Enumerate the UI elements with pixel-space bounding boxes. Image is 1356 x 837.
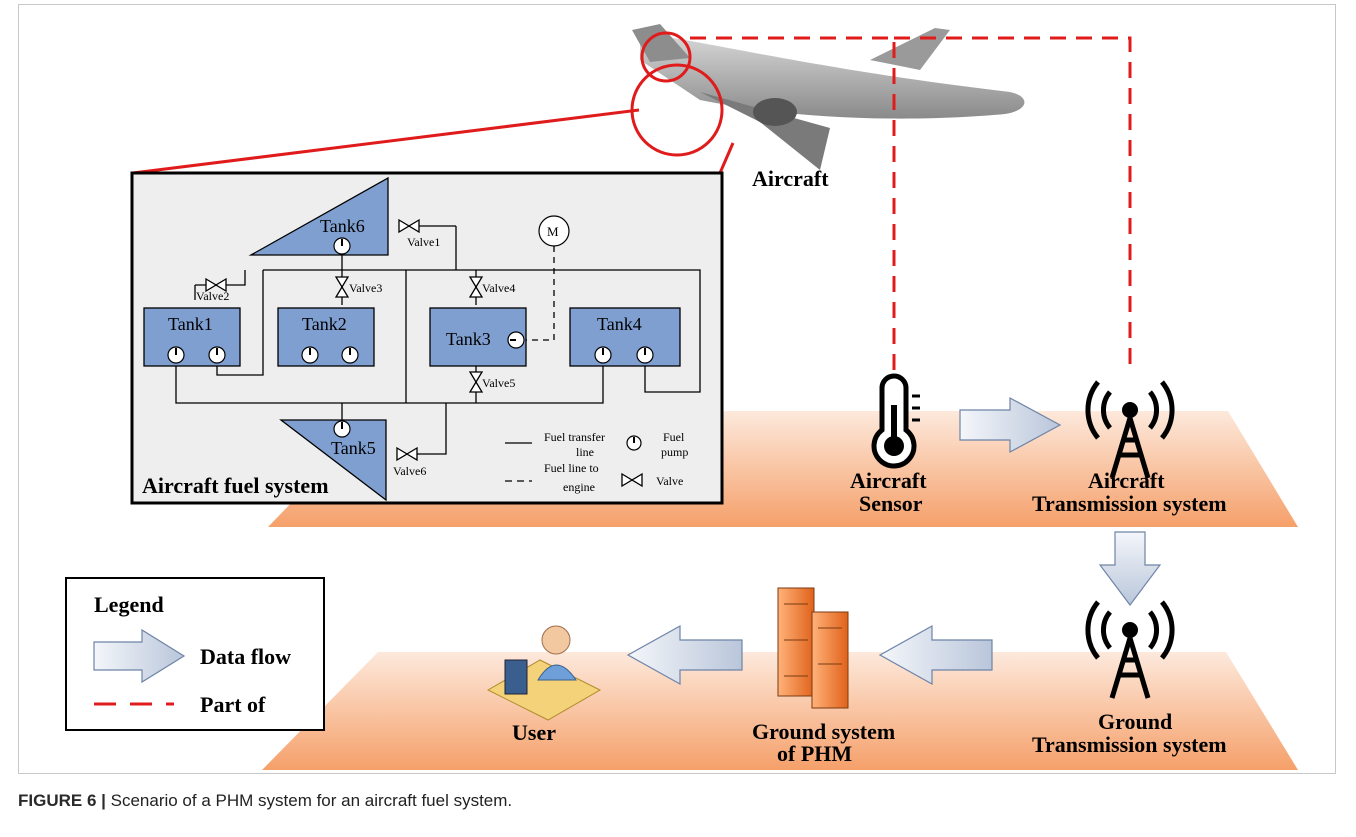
legend-title: Legend xyxy=(94,592,164,617)
aircraft-label: Aircraft xyxy=(752,166,829,191)
key-engine-label-2: engine xyxy=(563,480,595,494)
server-icon xyxy=(777,587,849,709)
thermometer-icon xyxy=(871,373,920,469)
tank4 xyxy=(569,307,681,367)
tank6-label: Tank6 xyxy=(320,216,365,236)
sensor-label-2: Sensor xyxy=(859,491,923,516)
valve4-label: Valve4 xyxy=(482,281,515,295)
ground-tx-label-1: Ground xyxy=(1098,709,1172,734)
motor xyxy=(538,215,570,247)
tank3-label: Tank3 xyxy=(446,329,491,349)
user-label: User xyxy=(512,720,556,745)
tank2-label: Tank2 xyxy=(302,314,347,334)
key-pump-label-2: pump xyxy=(661,445,688,459)
arrow-air-tx-to-ground-tx xyxy=(1098,531,1162,606)
callout-line-left xyxy=(132,108,640,175)
tank5-polygon xyxy=(279,419,387,502)
phm-label-1: Ground system xyxy=(752,719,895,744)
figure-label: FIGURE 6 | xyxy=(18,791,106,810)
key-transfer-label-1: Fuel transfer xyxy=(544,430,605,444)
arrow-ground-tx-to-phm xyxy=(878,624,993,686)
ground-transmission-icon xyxy=(1085,600,1175,699)
tank1-label: Tank1 xyxy=(168,314,213,334)
key-transfer-label-2: line xyxy=(576,445,594,459)
valve3-symbol xyxy=(334,276,350,289)
part-of-line-sensor xyxy=(690,36,896,370)
arrow-phm-to-user xyxy=(626,624,743,686)
motor-label: M xyxy=(547,224,559,239)
figure-frame xyxy=(18,4,1336,774)
pump-needles xyxy=(175,239,646,443)
valve-key-symbol xyxy=(621,472,634,488)
sensor-label-1: Aircraft xyxy=(850,468,927,493)
key-engine-label-1: Fuel line to xyxy=(544,461,599,475)
valve2-label: Valve2 xyxy=(196,289,229,303)
valve1-label: Valve1 xyxy=(407,235,440,249)
valve5-label: Valve5 xyxy=(482,376,515,390)
air-tx-label-2: Transmission system xyxy=(1032,491,1227,516)
key-valve-label: Valve xyxy=(656,474,683,488)
caption-text: Scenario of a PHM system for an aircraft… xyxy=(105,791,513,810)
valve5-symbol xyxy=(468,371,484,384)
figure-caption: FIGURE 6 | Scenario of a PHM system for … xyxy=(18,791,512,811)
phm-label-2: of PHM xyxy=(777,741,852,766)
tank6-polygon xyxy=(248,176,389,256)
zoom-circle-tail xyxy=(640,31,692,83)
tank4-label: Tank4 xyxy=(597,314,642,334)
scenario-diagram: Aircraft Tank1 Tank2 Tank3 Tank4 Tank5 T… xyxy=(65,24,1298,770)
fuel-system-title: Aircraft fuel system xyxy=(142,473,329,498)
tank5-label: Tank5 xyxy=(331,438,376,458)
aircraft-transmission-icon xyxy=(1085,380,1175,479)
valve6-label: Valve6 xyxy=(393,464,426,478)
legend-data-flow-arrow xyxy=(93,628,186,684)
part-of-line-transmission xyxy=(894,36,1132,370)
valve3-label: Valve3 xyxy=(349,281,382,295)
arrow-sensor-to-air-tx xyxy=(959,396,1062,454)
air-tx-label-1: Aircraft xyxy=(1088,468,1165,493)
user-icon xyxy=(486,625,602,721)
callout-line-right xyxy=(718,142,735,174)
valve1-symbol xyxy=(398,218,411,234)
legend-part-of-label: Part of xyxy=(200,692,266,717)
valves xyxy=(205,218,643,488)
fuel-system-schematic xyxy=(175,225,701,455)
valve2-symbol xyxy=(205,277,218,293)
valve4-symbol xyxy=(468,276,484,289)
legend-data-flow-label: Data flow xyxy=(200,644,291,669)
key-pump-label-1: Fuel xyxy=(663,430,685,444)
airplane-image xyxy=(632,24,1025,170)
valve6-symbol xyxy=(396,446,409,462)
ground-tx-label-2: Transmission system xyxy=(1032,732,1227,757)
